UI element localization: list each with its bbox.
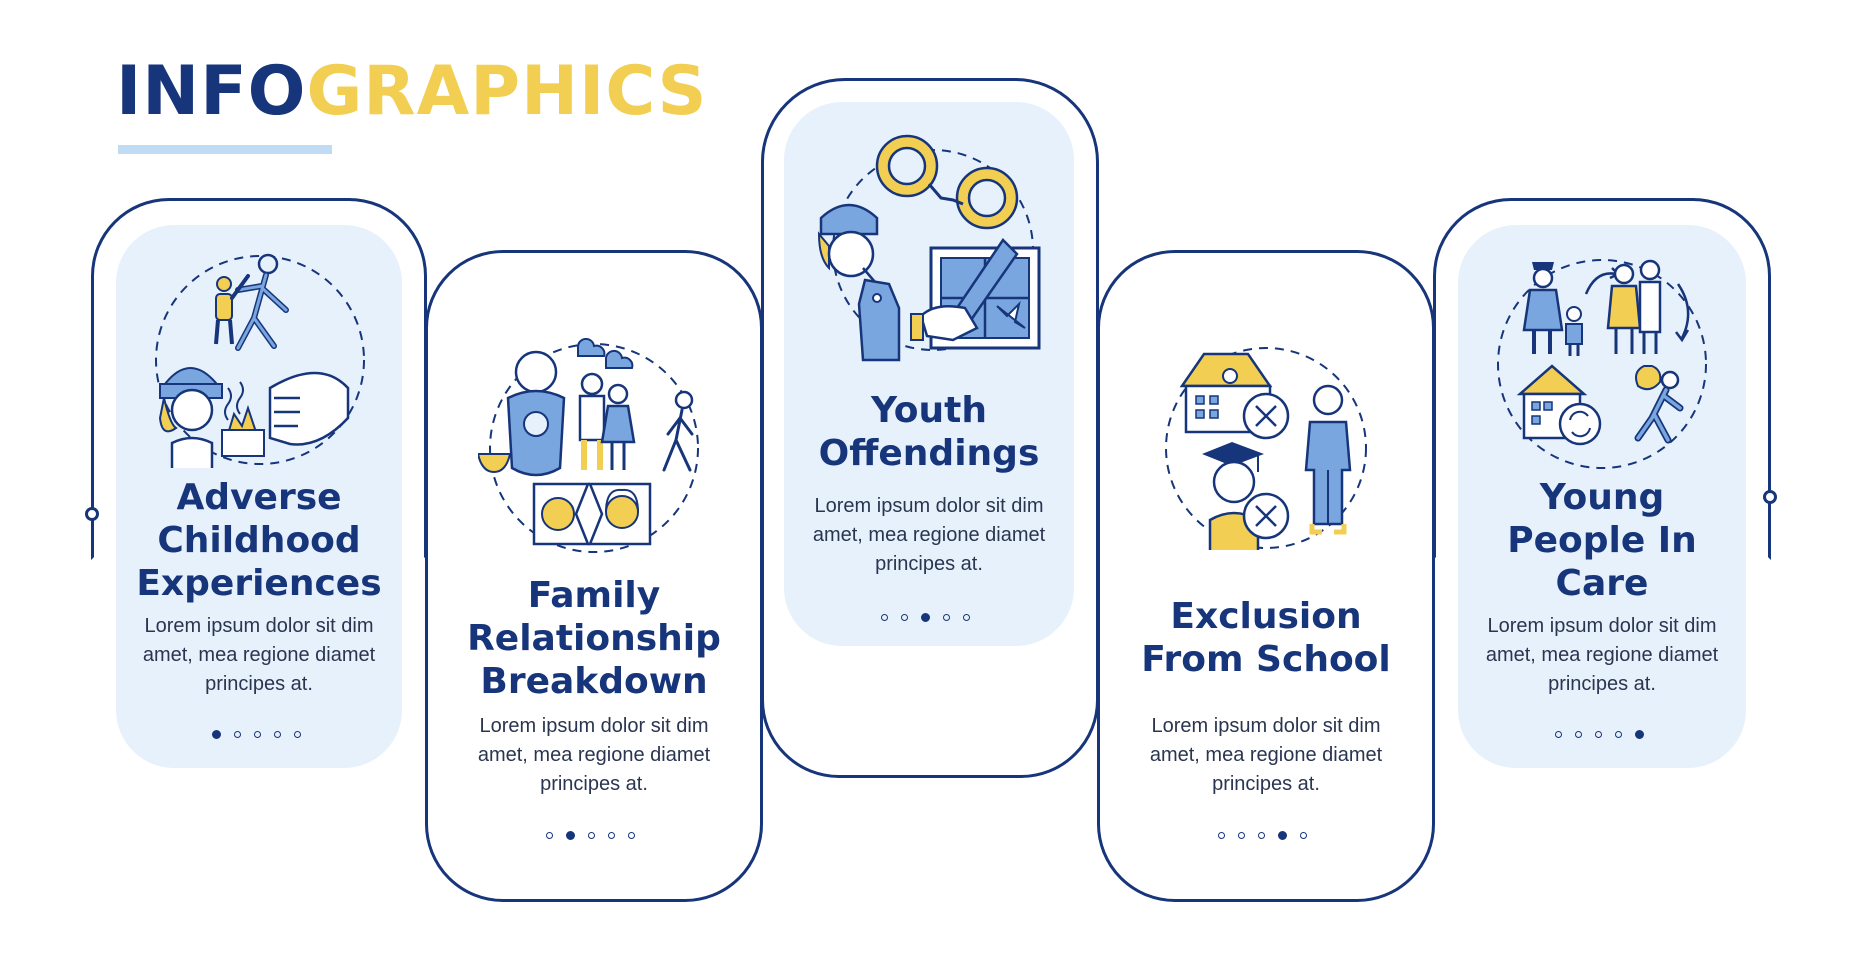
step-4-outline (1097, 250, 1435, 902)
step-1-description: Lorem ipsum dolor sit dim amet, mea regi… (142, 615, 376, 695)
title-part-info: INFO (116, 52, 307, 131)
title-underline (118, 145, 332, 154)
pagination-dot (943, 614, 950, 621)
step-4-description: Lorem ipsum dolor sit dim amet, mea regi… (1149, 715, 1383, 795)
pagination-dot (588, 832, 595, 839)
pagination-dot (881, 614, 888, 621)
pagination-dot (1595, 731, 1602, 738)
step-5-card (1458, 225, 1746, 768)
step-3-heading: Youth Offendings (818, 390, 1040, 474)
pagination-dot (234, 731, 241, 738)
pagination-dot-active (1635, 730, 1644, 739)
pagination-dot (1258, 832, 1265, 839)
right-connector-line (1768, 300, 1771, 490)
pagination-dot (608, 832, 615, 839)
pagination-dot (1300, 832, 1307, 839)
pagination-dot (294, 731, 301, 738)
pagination-dot (274, 731, 281, 738)
family-icon (478, 338, 699, 553)
pagination-dot (1238, 832, 1245, 839)
pagination-dot-active (1278, 831, 1287, 840)
pagination-dot (901, 614, 908, 621)
left-connector-dot (85, 507, 99, 521)
step-1-heading: Adverse Childhood Experiences (136, 477, 382, 604)
care-home-icon (1497, 259, 1707, 469)
pagination-dot (628, 832, 635, 839)
pagination-dot-active (212, 730, 221, 739)
pagination-dot (1615, 731, 1622, 738)
step-4-heading: Exclusion From School (1141, 596, 1391, 680)
pagination-dot (1555, 731, 1562, 738)
step-5-heading: Young People In Care (1507, 477, 1697, 604)
pagination-dot (254, 731, 261, 738)
pagination-dot-active (566, 831, 575, 840)
pagination-dot (963, 614, 970, 621)
handcuffs-icon (817, 134, 1041, 362)
step-2-heading: Family Relationship Breakdown (467, 575, 721, 702)
step-2-pagination (546, 831, 635, 840)
step-4-pagination (1218, 831, 1307, 840)
title-part-graphics: GRAPHICS (306, 52, 708, 131)
right-connector-dot (1763, 490, 1777, 504)
page-title: INFOGRAPHICS (116, 58, 707, 126)
pagination-dot (546, 832, 553, 839)
pagination-dot-active (921, 613, 930, 622)
pagination-dot (1218, 832, 1225, 839)
step-2-description: Lorem ipsum dolor sit dim amet, mea regi… (477, 715, 711, 795)
left-connector-line (91, 300, 94, 505)
step-5-pagination (1555, 730, 1644, 739)
step-3-card (784, 102, 1074, 646)
step-1-card (116, 225, 402, 768)
step-3-pagination (881, 613, 970, 622)
step-1-pagination (212, 730, 301, 739)
conflict-icon (155, 253, 365, 468)
step-3-description: Lorem ipsum dolor sit dim amet, mea regi… (812, 495, 1046, 575)
school-exclusion-icon (1165, 347, 1367, 550)
step-5-description: Lorem ipsum dolor sit dim amet, mea regi… (1485, 615, 1719, 695)
pagination-dot (1575, 731, 1582, 738)
